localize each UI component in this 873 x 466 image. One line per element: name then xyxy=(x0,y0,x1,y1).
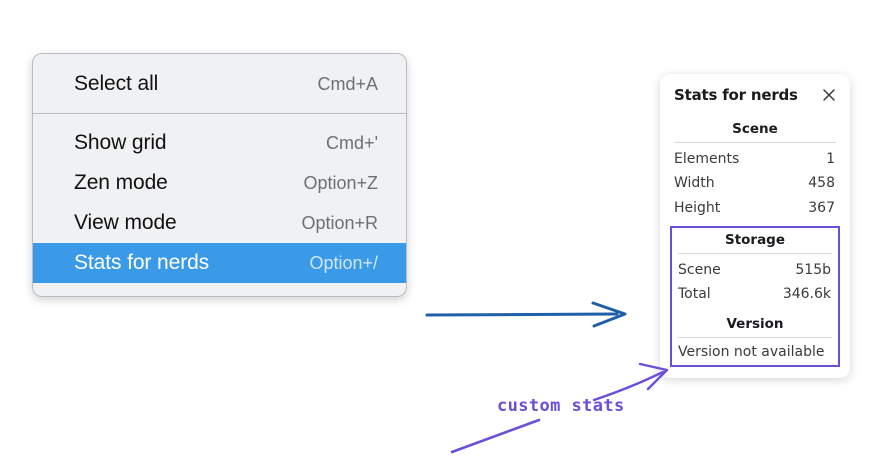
stat-row: Scene 515b xyxy=(676,258,834,282)
stat-row: Total 346.6k xyxy=(676,282,834,306)
blue-arrow xyxy=(425,301,627,328)
section-divider xyxy=(678,337,832,339)
stats-section-scene: Scene Elements 1 Width 458 Height 367 xyxy=(672,120,838,220)
stat-row: Width 458 xyxy=(672,171,838,195)
stats-panel: Stats for nerds Scene Elements 1 Width 4… xyxy=(660,74,850,379)
stat-value: 458 xyxy=(808,175,835,192)
stat-value: 515b xyxy=(795,261,831,278)
annotation-label-custom-stats: custom stats xyxy=(497,396,625,416)
custom-stats-highlight-box: Storage Scene 515b Total 346.6k Version … xyxy=(670,225,840,368)
stat-key: Height xyxy=(674,199,721,216)
menu-item-shortcut: Cmd+A xyxy=(317,73,378,94)
menu-item-select-all[interactable]: Select all Cmd+A xyxy=(33,64,406,104)
stat-key: Total xyxy=(678,286,711,303)
stats-panel-header: Stats for nerds xyxy=(672,86,838,104)
stats-section-storage: Storage Scene 515b Total 346.6k xyxy=(676,231,834,307)
stat-value: 1 xyxy=(826,151,835,167)
stat-row: Height 367 xyxy=(672,196,838,220)
stat-key: Elements xyxy=(674,151,740,167)
section-heading: Storage xyxy=(724,231,786,248)
stat-key: Width xyxy=(674,175,715,192)
version-note: Version not available xyxy=(678,344,825,361)
purple-arrow xyxy=(592,362,669,402)
menu-item-shortcut: Option+Z xyxy=(303,172,378,193)
menu-item-label: Zen mode xyxy=(74,171,168,194)
menu-item-label: Select all xyxy=(74,72,159,95)
menu-item-shortcut: Option+/ xyxy=(309,252,378,273)
stat-row: Elements 1 xyxy=(672,147,838,171)
section-heading: Version xyxy=(726,316,784,333)
menu-separator xyxy=(33,113,406,114)
menu-item-zen-mode[interactable]: Zen mode Option+Z xyxy=(33,163,406,203)
menu-group-2: Show grid Cmd+' Zen mode Option+Z View m… xyxy=(33,114,406,296)
stat-key: Scene xyxy=(678,261,721,278)
section-divider xyxy=(678,252,832,254)
stats-panel-title: Stats for nerds xyxy=(674,86,798,104)
context-menu[interactable]: Select all Cmd+A Show grid Cmd+' Zen mod… xyxy=(32,53,407,297)
stat-value: 346.6k xyxy=(782,286,831,303)
menu-item-show-grid[interactable]: Show grid Cmd+' xyxy=(33,123,406,163)
menu-item-shortcut: Option+R xyxy=(301,212,378,233)
menu-item-shortcut: Cmd+' xyxy=(326,132,378,153)
purple-underline-stroke xyxy=(450,418,541,454)
menu-item-view-mode[interactable]: View mode Option+R xyxy=(33,203,406,243)
menu-group-1: Select all Cmd+A xyxy=(33,54,406,113)
menu-item-label: Stats for nerds xyxy=(74,251,210,274)
close-icon[interactable] xyxy=(821,87,837,103)
stat-value: 367 xyxy=(808,199,835,216)
stats-section-version: Version Version not available xyxy=(676,315,834,360)
menu-item-label: Show grid xyxy=(74,131,167,154)
menu-item-stats-for-nerds[interactable]: Stats for nerds Option+/ xyxy=(33,243,406,283)
section-heading: Scene xyxy=(732,121,778,137)
menu-item-label: View mode xyxy=(74,211,177,234)
section-divider xyxy=(674,142,836,143)
